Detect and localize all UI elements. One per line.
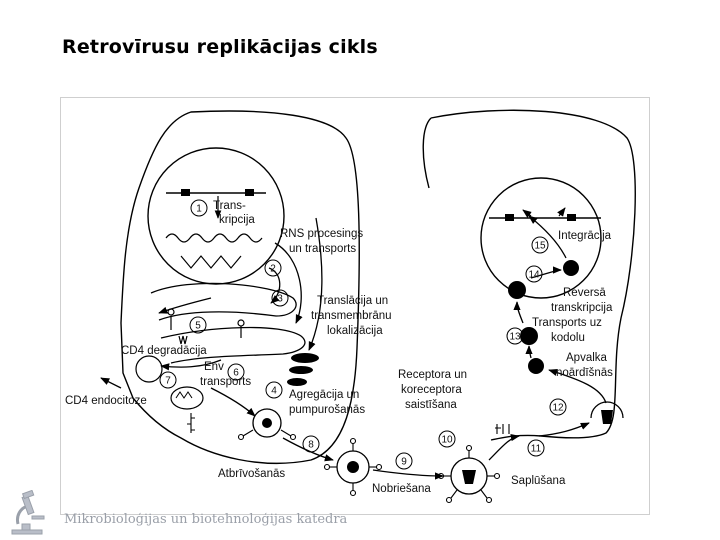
cd4-vesicle: [135, 355, 163, 383]
step-15-label: Integrācija: [558, 230, 612, 242]
step-2-number: 2: [270, 264, 276, 275]
slide-title: Retrovīrusu replikācijas cikls: [62, 36, 378, 58]
step-12-number: 12: [552, 403, 564, 414]
step-11-number: 11: [531, 444, 542, 455]
step-6-number: 6: [233, 368, 239, 379]
step-3-label-line2: transmembrānu: [311, 310, 392, 322]
step-6-label-line2: transports: [200, 376, 251, 388]
budding-virion: [252, 408, 282, 438]
step-15-number: 15: [534, 241, 546, 252]
step-13-number: 13: [509, 332, 521, 343]
step-6-label-line1: Env: [204, 361, 224, 373]
replication-cycle-diagram: 1 2 3 4 5 6 7 8 9 10 11 12 13 14 15 Tran…: [60, 97, 650, 515]
step-14-number: 14: [528, 270, 540, 281]
step-13-label-line1: Transports uz: [532, 317, 602, 329]
producer-cell-membrane: [120, 110, 360, 465]
step-1-number: 1: [196, 204, 202, 215]
ltr-right: [245, 189, 254, 196]
target-nucleus: [480, 177, 602, 299]
step-7-label: CD4 endocitoze: [65, 395, 147, 407]
released-virion: [323, 437, 383, 497]
ltr-left: [181, 189, 190, 196]
step-11-label: Saplūšana: [511, 475, 566, 487]
step-13-label-line2: kodolu: [551, 332, 585, 344]
step-3-number: 3: [277, 294, 283, 305]
fusing-virion: [590, 401, 624, 424]
rna-transcript-2: [180, 255, 242, 269]
step-4-label-line2: pumpurošanās: [289, 404, 365, 416]
step-7-number: 7: [165, 376, 171, 387]
step-3-label-line3: lokalizācija: [327, 325, 383, 337]
step-12-label-line1: Apvalka: [566, 352, 608, 364]
step-2-label-line2: un transports: [289, 243, 356, 255]
rna-transcript-1: [165, 233, 263, 243]
microscope-icon: [11, 490, 45, 535]
footer-department-name: Mikrobioloģijas un biotehnoloģijas kated…: [64, 512, 348, 527]
step-8-number: 8: [308, 440, 314, 451]
step-3-label-line1: Translācija un: [317, 295, 388, 307]
step-8-label: Atbrīvošanās: [218, 468, 285, 480]
target-cell-membrane: [430, 109, 636, 441]
er-membrane-1: [150, 282, 297, 321]
step-4-label-line1: Agregācija un: [289, 389, 359, 401]
step-9-number: 9: [401, 457, 407, 468]
ribosome-3: [287, 378, 307, 386]
step-9-label: Nobriešana: [372, 483, 431, 495]
step-10-label-line1: Receptora un: [398, 369, 467, 381]
er-membrane-2: [160, 326, 306, 364]
rt-complex-1: [563, 260, 579, 276]
rt-complex-4: [528, 358, 544, 374]
producer-nucleus: [147, 147, 285, 285]
step-10-label-line3: saistīšana: [405, 399, 457, 411]
step-14-label-line2: transkripcija: [551, 302, 613, 314]
step-4-number: 4: [271, 386, 277, 397]
step-1-label-line2: kripcija: [219, 214, 255, 226]
step-10-label-line2: koreceptora: [401, 384, 462, 396]
step-14-label-line1: Reversā: [563, 287, 606, 299]
step-12-label-line2: noārdīšnās: [556, 367, 613, 379]
footer: Mikrobioloģijas un biotehnoloģijas kated…: [8, 490, 408, 536]
step-5-number: 5: [195, 321, 201, 332]
step-2-label-line1: RNS procesings: [280, 228, 363, 240]
rt-complex-2: [508, 281, 526, 299]
ribosome-2: [289, 366, 313, 374]
step-1-label-line1: Trans-: [213, 200, 246, 212]
env-vesicle: [170, 386, 204, 410]
mature-virion: [437, 444, 501, 504]
ribosome-1: [291, 353, 319, 363]
diagram-canvas: 1 2 3 4 5 6 7 8 9 10 11 12 13 14 15 Tran…: [65, 109, 636, 504]
rt-complex-3: [520, 327, 538, 345]
step-10-number: 10: [441, 435, 453, 446]
step-number-markers: [159, 199, 567, 470]
step-5-label: CD4 degradācija: [121, 345, 207, 357]
